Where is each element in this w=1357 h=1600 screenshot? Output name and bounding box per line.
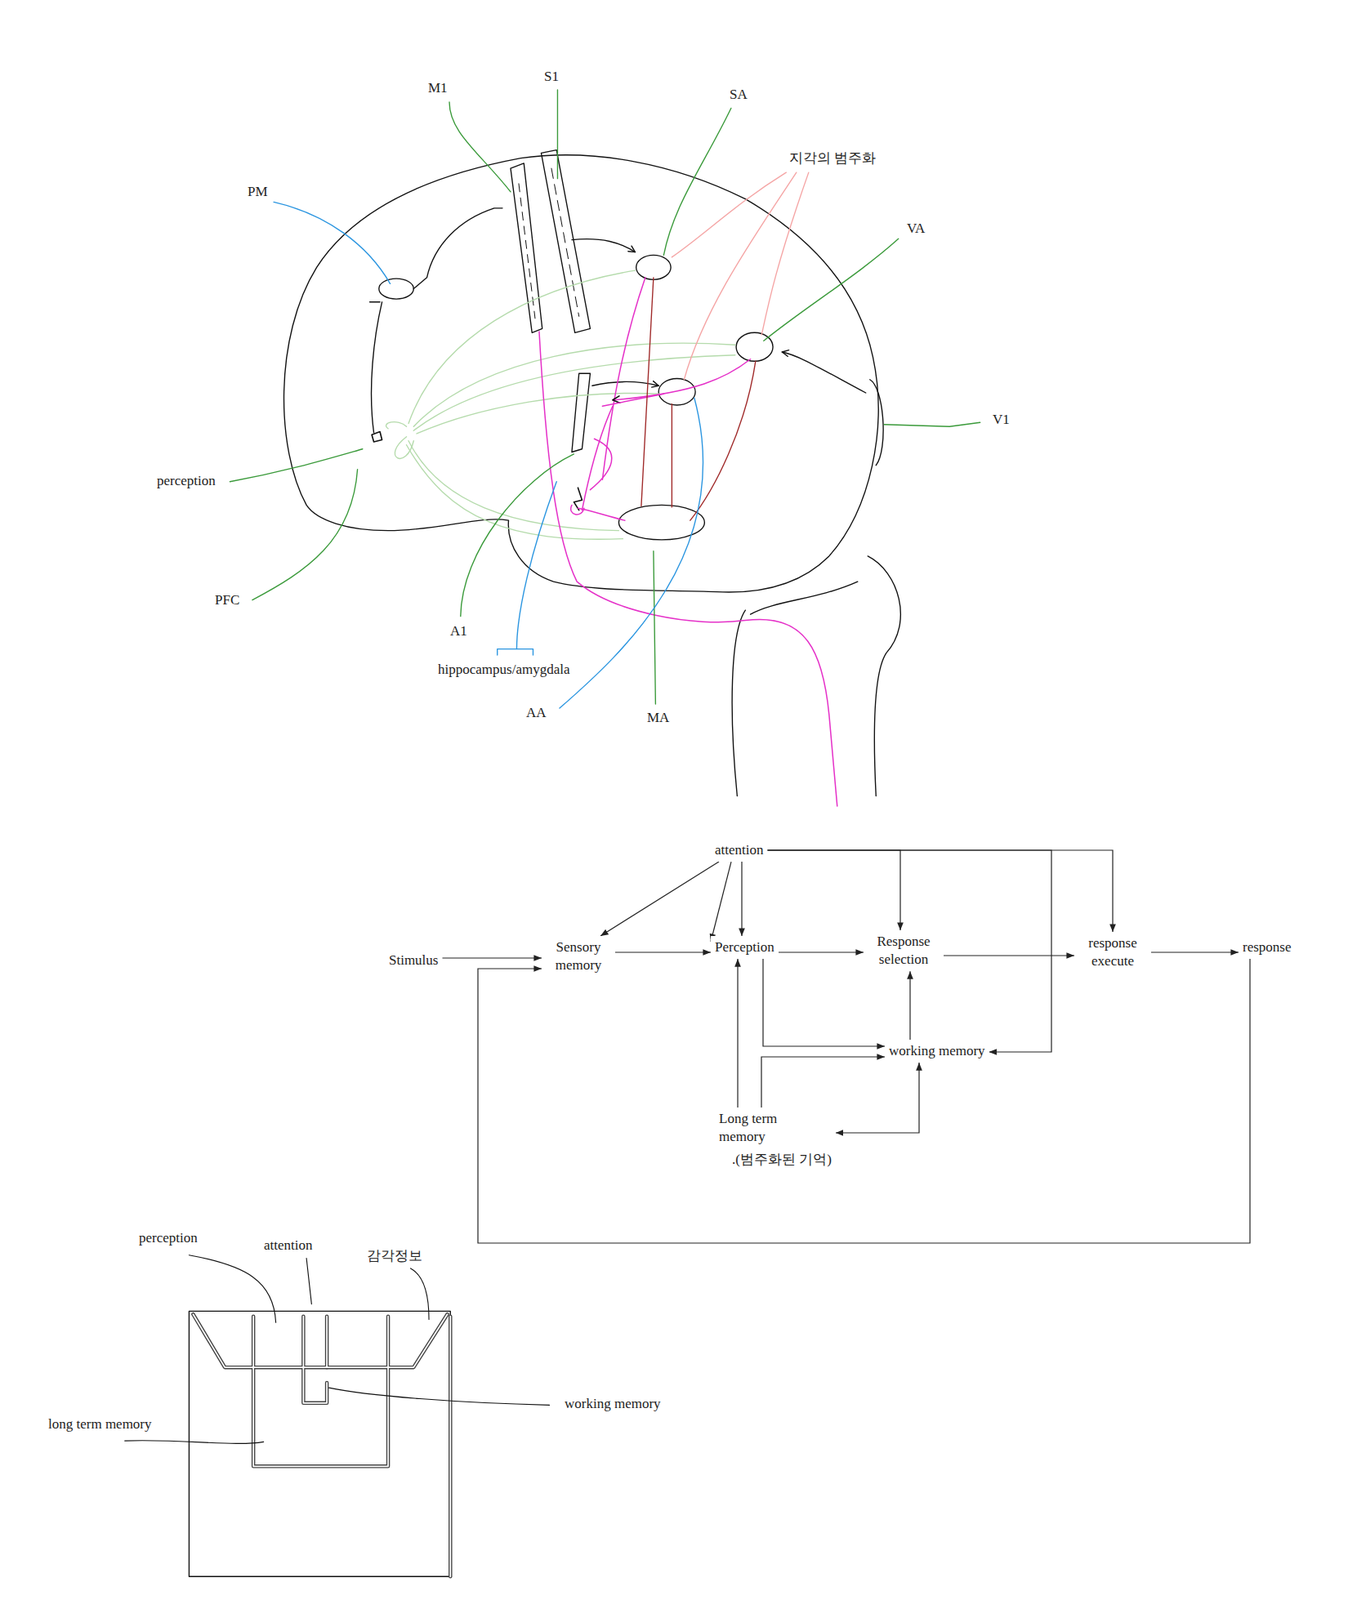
flow-node: Long term memory .(범주화된 기억) — [714, 1107, 836, 1172]
flow-node: Sensory memory — [541, 936, 616, 978]
flow-arrow — [442, 957, 543, 959]
flow-node: response execute — [1074, 932, 1152, 974]
flow-arrow — [835, 1062, 920, 1134]
flow-arrow — [710, 861, 732, 942]
flow-arrow — [736, 959, 738, 1108]
flow-arrow — [1151, 951, 1239, 953]
part-label: PM — [245, 183, 270, 201]
part-label: 감각정보 — [365, 1248, 425, 1265]
flow-node: attention — [710, 839, 768, 862]
part-label: PFC — [213, 592, 242, 609]
flow-arrow — [763, 959, 885, 1047]
flow-arrow — [477, 959, 1250, 1244]
part-label: hippocampus/amygdala — [436, 661, 572, 679]
flow-node: working memory — [884, 1040, 990, 1063]
part-label: V1 — [990, 411, 1012, 429]
part-label: AA — [524, 705, 549, 722]
part-label: MA — [645, 709, 671, 727]
flow-arrow — [943, 955, 1075, 956]
flow-node: response — [1238, 936, 1295, 960]
node-text: Stimulus — [388, 951, 438, 970]
flow-arrow — [740, 861, 742, 937]
part-label: M1 — [426, 80, 450, 97]
node-text: Perception — [714, 938, 775, 957]
part-label: working memory — [562, 1396, 663, 1413]
flow-node: Perception — [710, 936, 779, 960]
node-note: .(범주화된 기억) — [732, 1151, 832, 1170]
part-label: VA — [905, 220, 927, 237]
flow-arrow — [767, 850, 1114, 933]
flow-node: Response selection — [863, 930, 944, 972]
part-label: 지각의 범주화 — [787, 150, 878, 167]
node-text: attention — [714, 841, 764, 860]
part-label: long term memory — [46, 1416, 154, 1433]
node-text: Sensory memory — [545, 938, 612, 975]
part-label: perception — [137, 1230, 200, 1247]
part-label: S1 — [542, 68, 561, 85]
node-text: response execute — [1078, 934, 1148, 971]
flow-node: Stimulus — [384, 949, 442, 973]
flow-arrow — [909, 971, 911, 1041]
node-text: working memory — [888, 1042, 986, 1061]
node-text: Long term memory — [718, 1110, 795, 1147]
node-text: response — [1242, 938, 1291, 957]
flow-arrow — [761, 1057, 885, 1108]
flow-arrow — [767, 850, 902, 931]
flow-arrow — [615, 951, 711, 953]
flow-arrow — [600, 861, 719, 937]
node-text: Response selection — [867, 932, 940, 969]
flow-arrow — [767, 850, 1053, 1053]
part-label: perception — [155, 473, 218, 490]
flow-arrow — [778, 951, 864, 953]
part-label: SA — [727, 86, 750, 103]
part-label: attention — [262, 1237, 314, 1255]
part-label: A1 — [448, 623, 469, 640]
